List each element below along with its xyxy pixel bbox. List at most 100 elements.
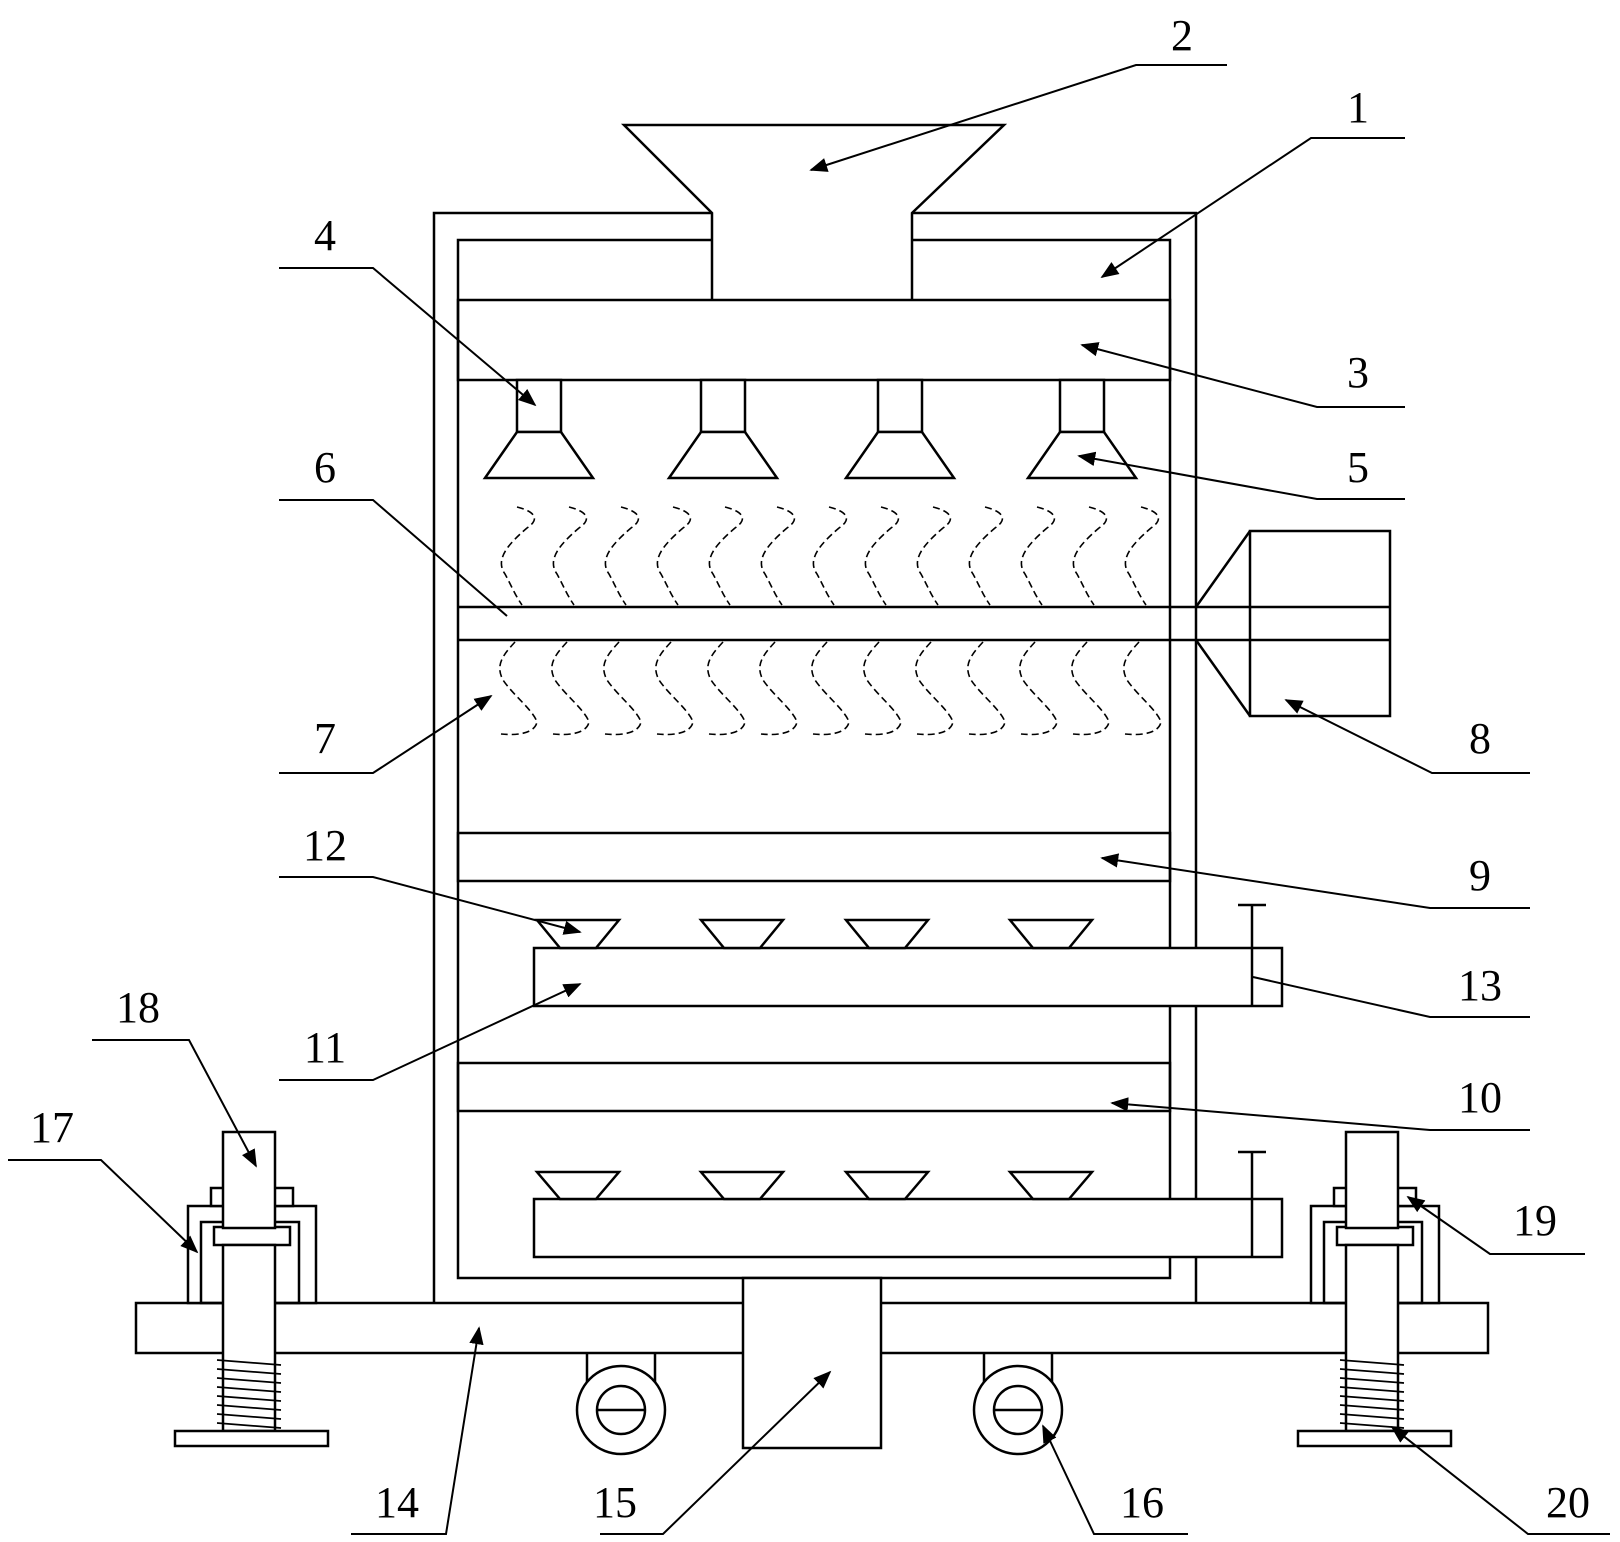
leader-18: [92, 1039, 257, 1168]
callout-13: 13: [1458, 961, 1502, 1010]
leader-2: [809, 64, 1227, 172]
blade-upper: [760, 506, 796, 606]
spray-nozzles: [482, 378, 1139, 480]
callout-4: 4: [314, 211, 336, 260]
leader-19: [1406, 1195, 1585, 1255]
leader-1: [1100, 137, 1405, 278]
blade-upper: [968, 506, 1004, 606]
leader-6: [279, 499, 508, 617]
tray-funnel: [534, 1170, 622, 1201]
blade-upper: [656, 506, 692, 606]
spring-coil: [1339, 1413, 1405, 1420]
tray-funnel: [1007, 918, 1095, 950]
blade-lower: [1071, 641, 1110, 736]
tray-funnel: [698, 1170, 786, 1201]
blade-upper: [604, 506, 640, 606]
blade-lower: [707, 641, 746, 736]
spring-coil: [1339, 1377, 1405, 1384]
drawer-tray-upper: [532, 903, 1284, 1008]
blade-lower: [551, 641, 590, 736]
blade-upper: [916, 506, 952, 606]
callout-7: 7: [314, 714, 336, 763]
callout-9: 9: [1469, 851, 1491, 900]
leader-12: [279, 876, 582, 935]
spring-coil: [216, 1395, 282, 1402]
filter-screen-upper: [456, 831, 1172, 883]
callout-19: 19: [1513, 1196, 1557, 1245]
callout-5: 5: [1347, 443, 1369, 492]
motor: [1194, 529, 1392, 718]
blade-upper: [500, 506, 536, 606]
blade-lower: [655, 641, 694, 736]
spring-coil: [1339, 1404, 1405, 1411]
blade-lower: [603, 641, 642, 736]
blade-lower: [1019, 641, 1058, 736]
blade-upper: [1072, 506, 1108, 606]
blade-upper: [708, 506, 744, 606]
leader-11: [279, 983, 582, 1081]
wheel-left: [575, 1353, 667, 1456]
callout-3: 3: [1347, 348, 1369, 397]
leader-15: [600, 1370, 832, 1535]
callout-2: 2: [1171, 11, 1193, 60]
leader-8: [1284, 699, 1530, 774]
blade-upper: [864, 506, 900, 606]
callout-10: 10: [1458, 1073, 1502, 1122]
spring-coil: [216, 1386, 282, 1393]
callout-8: 8: [1469, 714, 1491, 763]
callout-labels: 1 2 3 4 5 6 7 8 9 10 11 12 13 14 15 16 1…: [30, 11, 1590, 1527]
tray-funnel: [843, 918, 931, 950]
callout-14: 14: [375, 1478, 419, 1527]
blade-lower: [1123, 641, 1162, 736]
discharge-pipe: [741, 1276, 883, 1450]
spray-nozzle: [666, 378, 780, 480]
callout-11: 11: [304, 1023, 346, 1072]
spring-coil: [216, 1359, 282, 1366]
leader-14: [351, 1326, 484, 1535]
spray-nozzle: [482, 378, 596, 480]
wheel-right: [972, 1353, 1064, 1456]
callout-17: 17: [30, 1103, 74, 1152]
spring-coil: [1339, 1395, 1405, 1402]
spring-coil: [1339, 1359, 1405, 1366]
tray-funnel: [843, 1170, 931, 1201]
spring-coil: [1339, 1386, 1405, 1393]
spring-coil: [216, 1422, 282, 1429]
callout-18: 18: [116, 983, 160, 1032]
drawer-tray-lower: [532, 1150, 1284, 1259]
tray-funnel: [698, 918, 786, 950]
distribution-box: [456, 298, 1172, 382]
callout-15: 15: [593, 1478, 637, 1527]
leader-5: [1077, 451, 1405, 500]
tray-funnel: [1007, 1170, 1095, 1201]
spring-coil: [1339, 1368, 1405, 1375]
blade-upper: [1124, 506, 1160, 606]
leader-20: [1390, 1425, 1610, 1535]
tray-funnels: [534, 918, 1095, 1201]
callout-20: 20: [1546, 1478, 1590, 1527]
spring-coil: [216, 1368, 282, 1375]
blade-upper: [1020, 506, 1056, 606]
leader-9: [1100, 853, 1530, 909]
leader-13: [1252, 976, 1530, 1018]
feed-hopper: [620, 123, 1008, 300]
blade-lower: [499, 641, 538, 736]
blade-lower: [811, 641, 850, 736]
callout-16: 16: [1120, 1478, 1164, 1527]
leader-7: [279, 695, 493, 774]
spring-coil: [216, 1413, 282, 1420]
leader-3: [1080, 342, 1405, 408]
leader-10: [1110, 1097, 1530, 1131]
blade-upper: [552, 506, 588, 606]
stirring-shaft: [458, 605, 1390, 642]
leader-17: [8, 1159, 199, 1254]
callout-6: 6: [314, 443, 336, 492]
housing: [432, 211, 1198, 1310]
spring-coil: [216, 1404, 282, 1411]
callout-12: 12: [303, 821, 347, 870]
stirring-blades: [499, 506, 1162, 736]
blade-lower: [915, 641, 954, 736]
leader-lines: [8, 64, 1610, 1535]
blade-lower: [863, 641, 902, 736]
